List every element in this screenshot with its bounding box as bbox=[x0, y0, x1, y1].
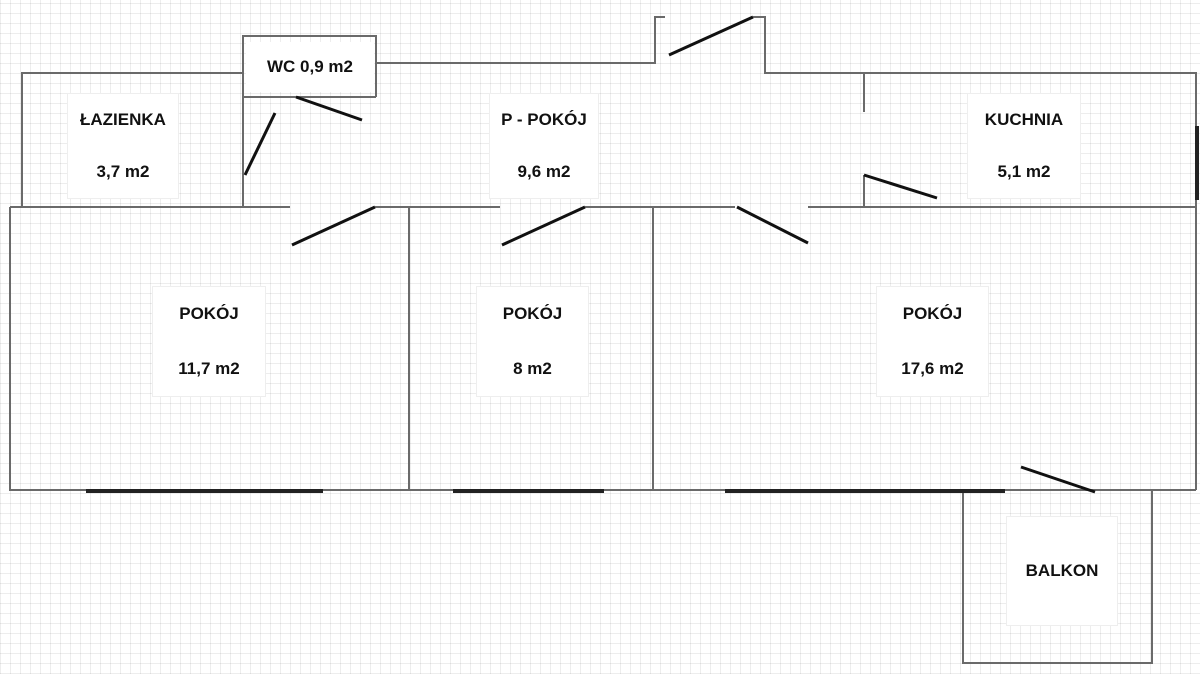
room-name: P - POKÓJ bbox=[501, 110, 587, 129]
room-label-lazienka: ŁAZIENKA 3,7 m2 bbox=[68, 94, 178, 198]
room-area: 5,1 m2 bbox=[997, 162, 1051, 181]
room-area: 9,6 m2 bbox=[517, 162, 571, 181]
room-name: WC 0,9 m2 bbox=[267, 57, 353, 76]
room-name: KUCHNIA bbox=[984, 110, 1064, 129]
room-area: 3,7 m2 bbox=[96, 162, 150, 181]
room-label-kuchnia: KUCHNIA 5,1 m2 bbox=[968, 94, 1080, 198]
room-label-p-pokoj: P - POKÓJ 9,6 m2 bbox=[490, 94, 598, 198]
room-name: ŁAZIENKA bbox=[80, 110, 166, 129]
room-name: BALKON bbox=[1025, 561, 1099, 580]
room-area: 8 m2 bbox=[513, 358, 552, 378]
room-area: 17,6 m2 bbox=[901, 358, 964, 378]
room-label-balkon: BALKON bbox=[1007, 517, 1117, 625]
room-area: 11,7 m2 bbox=[178, 358, 240, 378]
windows bbox=[86, 126, 1199, 493]
room-label-pokoj-1: POKÓJ 11,7 m2 bbox=[153, 287, 265, 396]
room-label-pokoj-3: POKÓJ 17,6 m2 bbox=[877, 287, 988, 396]
balcony-outline bbox=[962, 490, 1153, 664]
doors bbox=[243, 15, 1096, 494]
room-label-pokoj-2: POKÓJ 8 m2 bbox=[477, 287, 588, 396]
room-name: POKÓJ bbox=[902, 304, 963, 324]
room-label-wc: WC 0,9 m2 bbox=[246, 42, 374, 92]
room-name: POKÓJ bbox=[502, 304, 563, 324]
room-name: POKÓJ bbox=[179, 304, 239, 324]
